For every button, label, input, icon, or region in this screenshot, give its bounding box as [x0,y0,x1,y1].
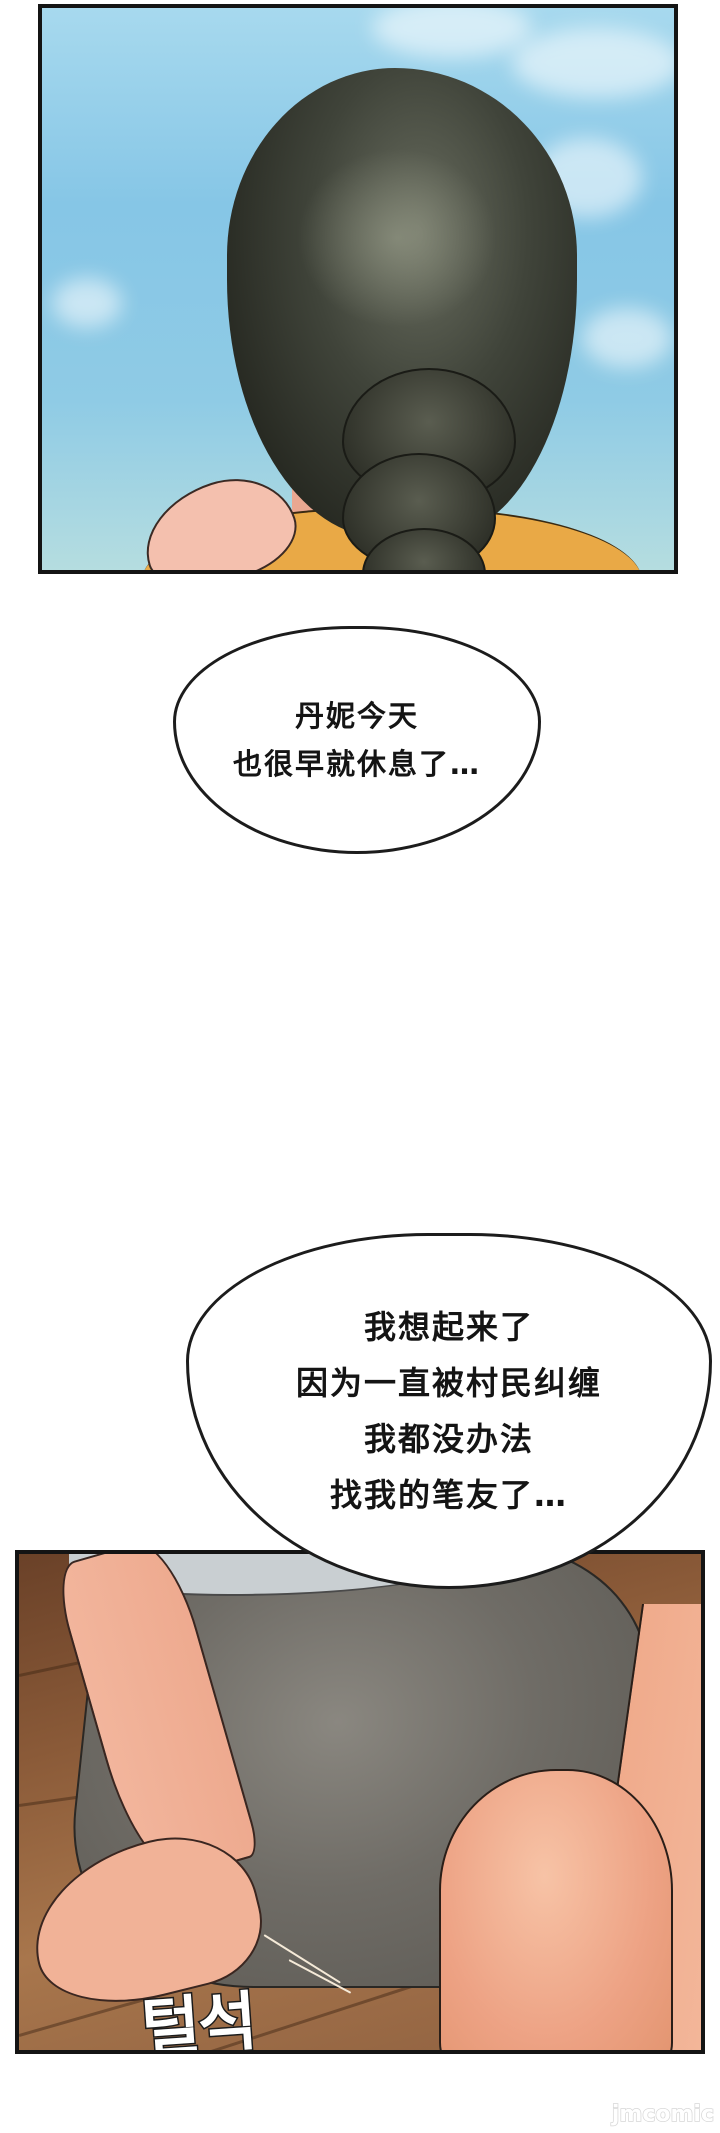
knee [439,1769,673,2050]
comic-panel-sky-braid [38,4,678,574]
dialogue-line: 也很早就休息了… [232,747,481,781]
hair-highlight [297,148,497,328]
watermark-logo: jmcomic [611,2101,715,2128]
sound-effect-text: 털석 [137,1984,259,2054]
cloud [372,8,532,58]
cloud [512,28,674,98]
dialogue-line: 因为一直被村民纠缠 [295,1364,602,1402]
dialogue-line: 我想起来了 [363,1308,534,1346]
cloud [52,278,122,328]
dialogue-line: 我都没办法 [363,1420,534,1458]
speech-bubble: 我想起来了 因为一直被村民纠缠 我都没办法 找我的笔友了… [186,1233,712,1589]
cloud [582,308,672,368]
comic-panel-sitting-bench: 털석 [15,1550,705,2054]
speech-bubble: 丹妮今天 也很早就休息了… [173,626,541,854]
dialogue-line: 丹妮今天 [294,699,419,733]
dialogue-line: 找我的笔友了… [329,1476,568,1514]
